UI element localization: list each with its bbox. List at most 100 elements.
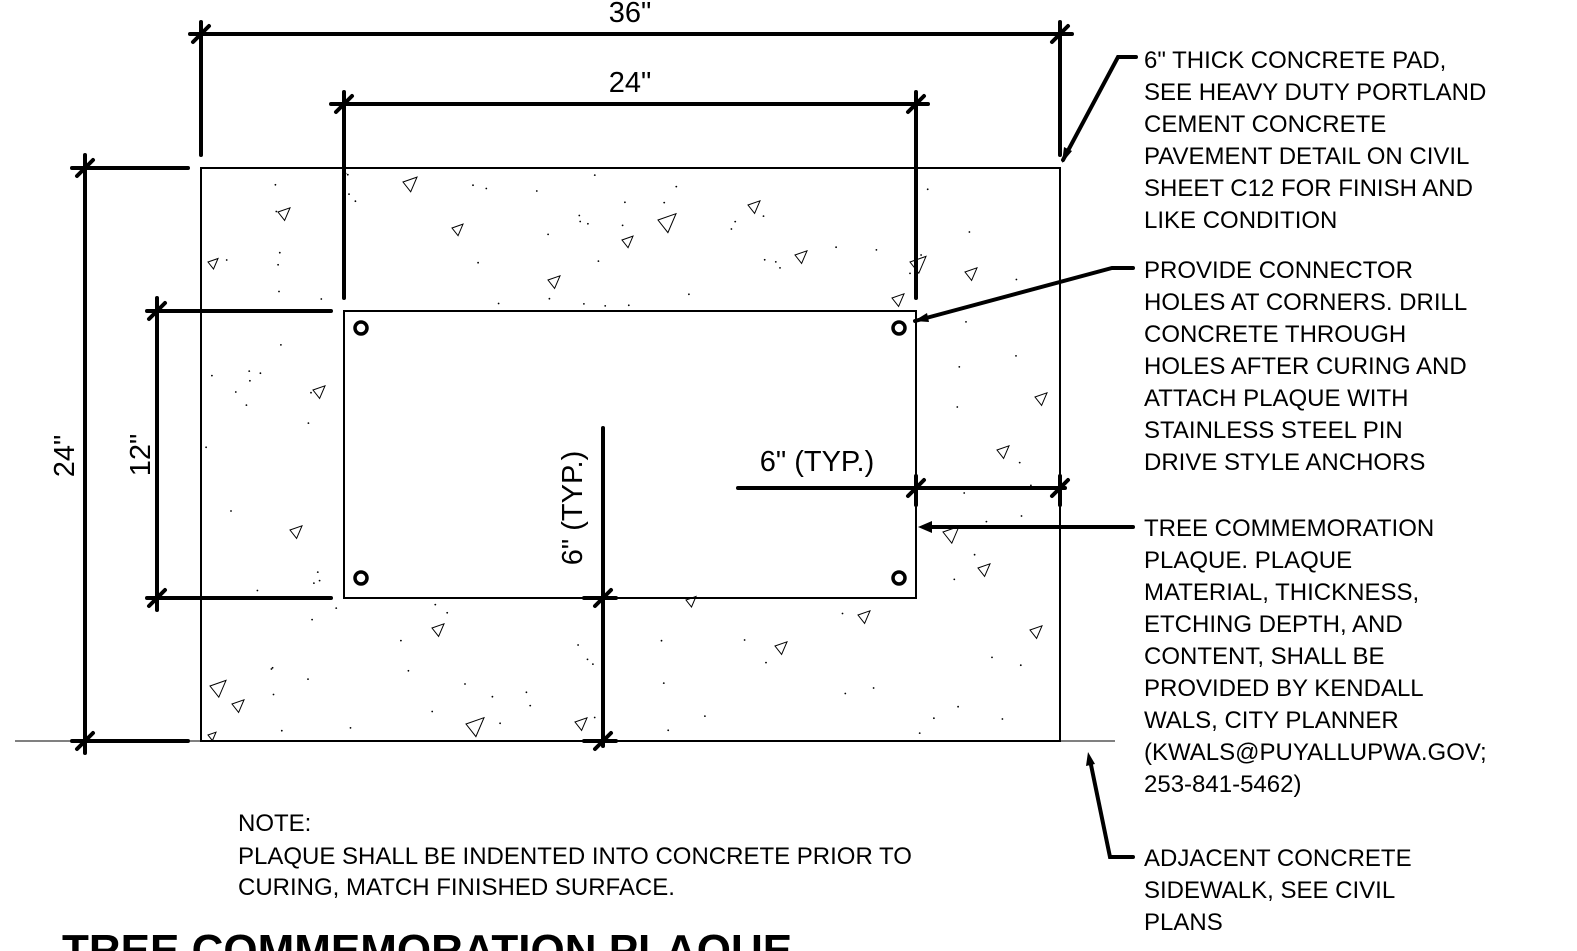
- aggregate-dot: [278, 251, 281, 254]
- aggregate-dot: [248, 370, 251, 372]
- aggregate-dot: [249, 379, 251, 382]
- aggregate-dot: [875, 249, 878, 251]
- aggregate-triangle: [964, 266, 978, 282]
- plaque: [343, 310, 917, 599]
- aggregate-triangle: [289, 524, 303, 540]
- aggregate-dot: [926, 188, 929, 191]
- aggregate-triangle: [621, 235, 634, 249]
- aggregate-dot: [318, 579, 321, 582]
- aggregate-dot: [991, 656, 993, 659]
- aggregate-dot: [743, 639, 746, 641]
- aggregate-dot: [688, 293, 690, 296]
- aggregate-dot: [529, 704, 532, 707]
- aggregate-dot: [597, 260, 600, 262]
- aggregate-dot: [587, 222, 589, 225]
- aggregate-dot: [973, 553, 976, 556]
- aggregate-dot: [270, 668, 273, 670]
- aggregate-dot: [335, 607, 338, 609]
- aggregate-dot: [765, 661, 767, 664]
- aggregate-dot: [660, 639, 663, 642]
- aggregate-dot: [272, 693, 275, 696]
- aggregate-dot: [586, 658, 589, 661]
- connector-hole: [353, 320, 369, 336]
- connector-holes: [353, 320, 907, 586]
- aggregate-dot: [274, 183, 277, 186]
- aggregate-dot: [313, 582, 315, 584]
- aggregate-triangle: [207, 257, 219, 270]
- aggregate-dot: [354, 200, 357, 203]
- aggregate-triangle: [231, 698, 245, 714]
- aggregate-dot: [593, 174, 596, 177]
- aggregate-dot: [211, 374, 213, 377]
- aggregate-dot: [477, 261, 479, 264]
- aggregate-dot: [491, 695, 494, 698]
- aggregate-dot: [730, 228, 733, 230]
- aggregate-dot: [662, 682, 665, 684]
- aggregate-dot: [918, 732, 921, 734]
- aggregate-triangle: [547, 274, 561, 290]
- aggregate-dot: [909, 272, 911, 275]
- aggregate-triangle: [942, 525, 960, 545]
- aggregate-dot: [307, 422, 310, 424]
- aggregate-triangle: [774, 640, 788, 656]
- aggregate-dot: [525, 691, 528, 694]
- aggregate-dot: [592, 663, 594, 665]
- aggregate-triangle: [277, 206, 291, 222]
- aggregate-dot: [230, 510, 232, 512]
- note-text: PLAQUE SHALL BE INDENTED INTO CONCRETE P…: [238, 843, 919, 901]
- aggregate-triangle: [891, 292, 905, 308]
- connector-hole: [891, 570, 907, 586]
- aggregate-dot: [280, 729, 283, 732]
- aggregate-dot: [497, 302, 500, 305]
- aggregate-dot: [627, 304, 630, 307]
- aggregate-dot: [234, 391, 237, 393]
- aggregate-dot: [310, 391, 312, 394]
- aggregate-dot: [953, 578, 956, 581]
- aggregate-dot: [762, 215, 765, 218]
- callout-concrete-pad: 6" THICK CONCRETE PAD, SEE HEAVY DUTY PO…: [1144, 47, 1493, 234]
- aggregate-dot: [779, 267, 781, 269]
- aggregate-triangle: [747, 199, 761, 215]
- aggregate-dot: [920, 254, 922, 256]
- aggregate-dot: [1015, 278, 1018, 281]
- aggregate-dot: [499, 722, 501, 725]
- leader-arrowheads: [914, 147, 1095, 766]
- aggregate-dot: [307, 678, 309, 680]
- note-heading: NOTE:: [238, 810, 311, 837]
- leader-lines: [913, 55, 1138, 859]
- aggregate-triangle: [465, 716, 485, 738]
- aggregate-dot: [583, 303, 585, 305]
- aggregate-dot: [667, 729, 670, 732]
- aggregate-dot: [205, 446, 208, 449]
- aggregate-dot: [245, 404, 248, 406]
- drawing-title: TREE COMMEMORATION PLAQUE: [62, 926, 792, 951]
- aggregate-dot: [577, 644, 579, 646]
- dimension-pad-width: 36": [188, 0, 1074, 157]
- aggregate-dot: [1001, 718, 1004, 720]
- callout-plaque: TREE COMMEMORATION PLAQUE. PLAQUE MATERI…: [1144, 515, 1493, 798]
- dimension-label: 24": [609, 67, 652, 99]
- aggregate-dot: [835, 246, 837, 249]
- aggregate-triangle: [312, 384, 326, 400]
- aggregate-dot: [624, 201, 626, 204]
- aggregate-dot: [1019, 664, 1022, 667]
- aggregate-dot: [985, 520, 988, 523]
- aggregate-dot: [407, 669, 410, 672]
- aggregate-dot: [431, 710, 434, 713]
- aggregate-dot: [968, 231, 971, 233]
- aggregate-dot: [349, 727, 352, 729]
- aggregate-dot: [604, 305, 607, 307]
- aggregate-dot: [578, 214, 581, 217]
- dimension-plaque-width: 24": [329, 67, 930, 300]
- aggregate-dot: [311, 618, 313, 621]
- aggregate-dot: [734, 220, 737, 223]
- aggregate-dot: [547, 233, 549, 236]
- dimension-pad-height: 24": [49, 153, 190, 755]
- dimension-edge-vertical: 6" (TYP.): [557, 426, 618, 751]
- aggregate-dot: [464, 683, 466, 685]
- leader-connector-holes: [913, 266, 1135, 323]
- aggregate-dot: [872, 687, 875, 689]
- aggregate-dot: [259, 372, 262, 375]
- aggregate-triangle: [451, 223, 464, 237]
